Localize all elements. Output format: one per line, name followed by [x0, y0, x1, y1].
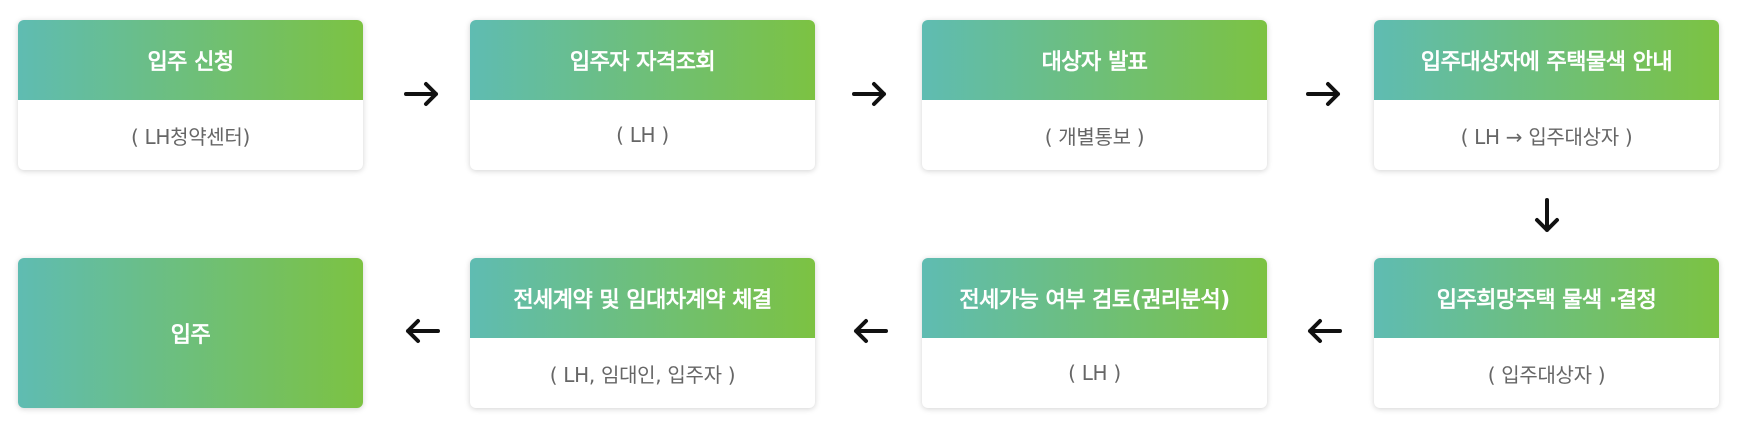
arrow-right-icon: [850, 74, 890, 114]
step-title: 입주 신청: [18, 20, 363, 100]
arrow-right-icon: [402, 74, 442, 114]
step-title: 전세가능 여부 검토(권리분석): [922, 258, 1267, 338]
step-subtitle: ( LH → 입주대상자 ): [1460, 124, 1633, 149]
arrow-right-icon: [1304, 74, 1344, 114]
step-move-in: 입주: [18, 258, 363, 408]
step-subtitle: ( LH, 임대인, 입주자 ): [549, 362, 736, 387]
step-rights-analysis: 전세가능 여부 검토(권리분석) ( LH ): [922, 258, 1267, 408]
step-housing-selection: 입주희망주택 물색 ·결정 ( 입주대상자 ): [1374, 258, 1719, 408]
arrow-left-icon: [850, 311, 890, 351]
arrow-left-icon: [1304, 311, 1344, 351]
step-subtitle: ( LH ): [616, 123, 669, 147]
step-title: 전세계약 및 임대차계약 체결: [470, 258, 815, 338]
step-title: 입주대상자에 주택물색 안내: [1374, 20, 1719, 100]
step-lease-contract: 전세계약 및 임대차계약 체결 ( LH, 임대인, 입주자 ): [470, 258, 815, 408]
step-announcement: 대상자 발표 ( 개별통보 ): [922, 20, 1267, 170]
arrow-down-icon: [1527, 196, 1567, 236]
arrow-left-icon: [402, 311, 442, 351]
step-subtitle: ( 개별통보 ): [1044, 124, 1145, 149]
step-subtitle: ( 입주대상자 ): [1487, 362, 1606, 387]
step-apply: 입주 신청 ( LH청약센터): [18, 20, 363, 170]
step-subtitle: ( LH청약센터): [130, 124, 251, 149]
step-title: 입주자 자격조회: [470, 20, 815, 100]
step-title: 입주희망주택 물색 ·결정: [1374, 258, 1719, 338]
step-eligibility-check: 입주자 자격조회 ( LH ): [470, 20, 815, 170]
step-title: 입주: [18, 258, 363, 408]
step-subtitle: ( LH ): [1068, 361, 1121, 385]
step-title: 대상자 발표: [922, 20, 1267, 100]
step-housing-guidance: 입주대상자에 주택물색 안내 ( LH → 입주대상자 ): [1374, 20, 1719, 170]
